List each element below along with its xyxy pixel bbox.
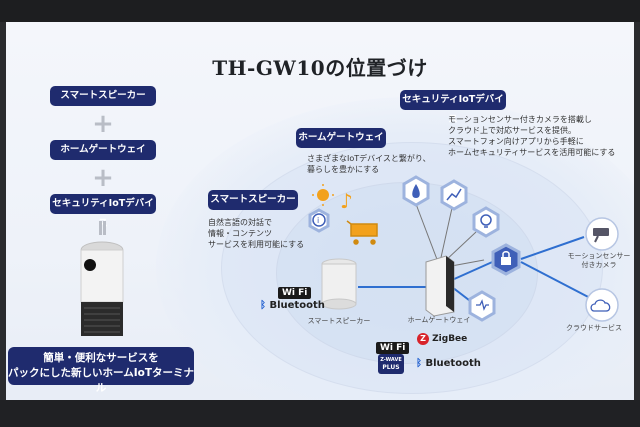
gateway-description: さまざまなIoTデバイスと繋がり、 暮らしを豊かにする (307, 154, 431, 174)
zwave-text: Z-WAVE (380, 357, 402, 363)
caption-motion-camera: モーションセンサー 付きカメラ (567, 252, 631, 269)
zigbee-icon: Z (417, 333, 429, 345)
banner-line-1: 簡単・便利なサービスを (43, 352, 159, 364)
sun-icon (312, 184, 334, 206)
display-bezel-top (0, 0, 640, 22)
bluetooth-logo-text: Bluetooth (425, 358, 481, 369)
pill-smart-speaker: スマートスピーカー (50, 86, 156, 106)
bluetooth-logo-text: Bluetooth (269, 300, 325, 311)
pill-speaker-section: スマートスピーカー (208, 190, 298, 210)
speaker-description: 自然言語の対話で 情報・コンテンツ サービスを利用可能にする (208, 218, 305, 249)
zwave-plus-text: PLUS (382, 364, 400, 371)
cloud-icon (585, 288, 619, 322)
connection-diagram: ♪ i (308, 175, 619, 322)
home-gateway-image (425, 255, 455, 317)
equals-icon (99, 221, 106, 235)
caption-smart-speaker: スマートスピーカー (307, 317, 371, 325)
music-note-icon: ♪ (340, 189, 353, 213)
terminal-banner: 簡単・便利なサービスを パックにした新しいホームIoTターミナル (8, 347, 194, 394)
shopping-cart-icon (346, 220, 378, 245)
pill-home-gateway: ホームゲートウェイ (50, 140, 156, 160)
pill-security-iot: セキュリティIoTデバイス (50, 194, 156, 229)
display-bezel-bottom (0, 400, 640, 427)
smart-speaker-image (321, 258, 357, 310)
info-icon: i (308, 208, 330, 233)
slide-title: TH-GW10の位置づけ (212, 56, 428, 80)
zigbee-logo: Z ZigBee (417, 333, 467, 345)
lightbulb-icon (472, 206, 500, 238)
caption-home-gateway: ホームゲートウェイ (407, 316, 471, 324)
lock-icon (491, 243, 521, 276)
zwave-plus-logo: Z-WAVE PLUS (378, 354, 404, 374)
security-description: モーションセンサー付きカメラを搭載し クラウド上で対応サービスを提供。 スマート… (448, 115, 616, 157)
plus-icon: + (92, 163, 114, 193)
svg-text:i: i (317, 216, 319, 225)
pill-security-section: セキュリティIoTデバイス (400, 90, 506, 125)
plus-icon: + (92, 109, 114, 139)
wifi-logo-text: Wi Fi (376, 342, 410, 354)
wifi-logo-text: Wi Fi (278, 287, 312, 299)
bluetooth-icon: ᛒ (416, 358, 422, 369)
wifi-logo: Wi Fi (278, 280, 312, 299)
presentation-slide: TH-GW10の位置づけ スマートスピーカー + ホームゲートウェイ + セキュ… (6, 22, 634, 400)
pill-gateway-section: ホームゲートウェイ (296, 128, 386, 148)
bluetooth-logo: ᛒ Bluetooth (416, 358, 481, 369)
caption-cloud-service: クラウドサービス (566, 324, 622, 332)
bluetooth-icon: ᛒ (260, 300, 266, 311)
terminal-device-image (80, 241, 124, 336)
banner-line-2: パックにした新しいホームIoTターミナル (8, 367, 194, 394)
chart-icon (440, 179, 468, 211)
bluetooth-logo: ᛒ Bluetooth (260, 300, 325, 311)
heart-monitor-icon (468, 290, 496, 322)
security-camera-icon (585, 217, 619, 251)
zigbee-logo-text: ZigBee (432, 334, 468, 344)
water-drop-icon (402, 175, 430, 207)
wifi-logo: Wi Fi (376, 335, 410, 354)
